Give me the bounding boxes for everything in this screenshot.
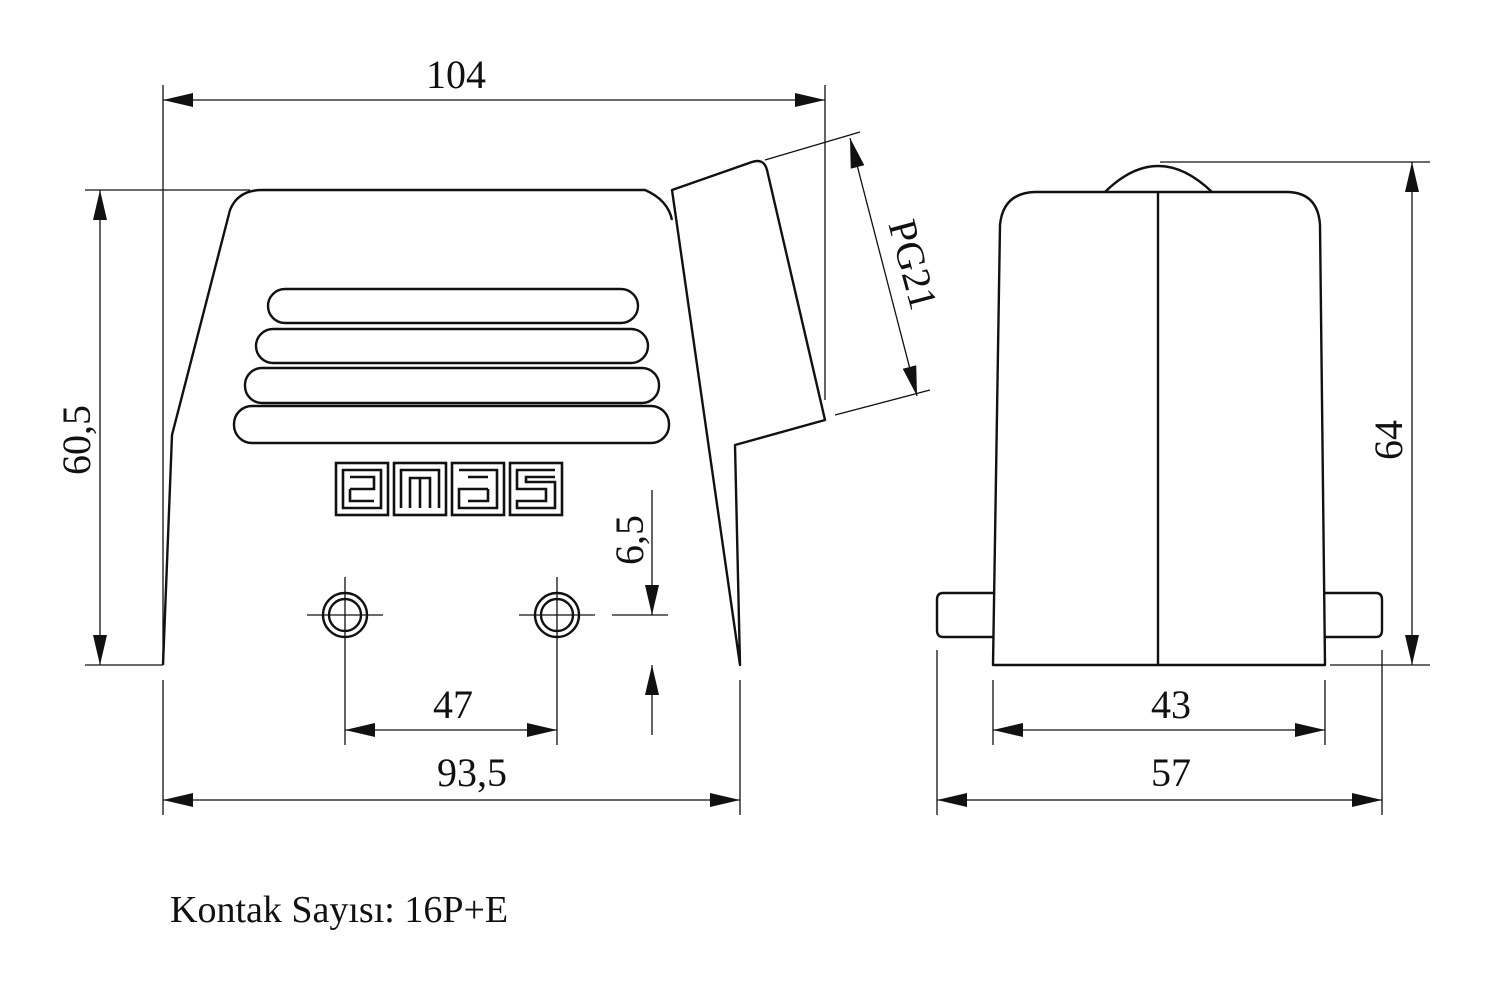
screw-hole-right [519, 577, 595, 745]
dim-screw-height: 6,5 [607, 490, 668, 735]
dim-label: 104 [426, 52, 486, 97]
housing-outline [161, 159, 827, 667]
cooling-ribs [232, 287, 671, 445]
locking-pin-right [1325, 591, 1384, 639]
contact-count-caption: Kontak Sayısı: 16P+E [170, 889, 508, 931]
dim-height-left: 60,5 [54, 189, 250, 666]
gland-dome [1104, 164, 1213, 193]
dim-height-right: 64 [1160, 161, 1430, 666]
dim-screw-spacing: 47 [345, 682, 557, 737]
side-view: 104 60,5 PG21 6,5 47 [54, 52, 947, 815]
dim-label: 57 [1151, 750, 1191, 795]
dim-base-length: 93,5 [162, 680, 741, 815]
dim-overall-length: 104 [162, 52, 826, 665]
locking-pin-left [935, 591, 993, 639]
housing-outline [991, 190, 1327, 667]
emas-logo [334, 461, 564, 517]
screw-hole-left [307, 577, 383, 745]
dim-body-width: 43 [992, 680, 1326, 745]
dim-label: PG21 [880, 215, 947, 315]
dim-overall-width: 57 [936, 650, 1383, 815]
front-view: 64 43 57 [935, 161, 1430, 815]
dim-label: 6,5 [607, 515, 652, 565]
dim-label: 64 [1366, 420, 1411, 460]
dim-label: 60,5 [54, 405, 99, 475]
dim-label: 47 [433, 682, 473, 727]
dim-label: 43 [1151, 682, 1191, 727]
dim-label: 93,5 [437, 750, 507, 795]
